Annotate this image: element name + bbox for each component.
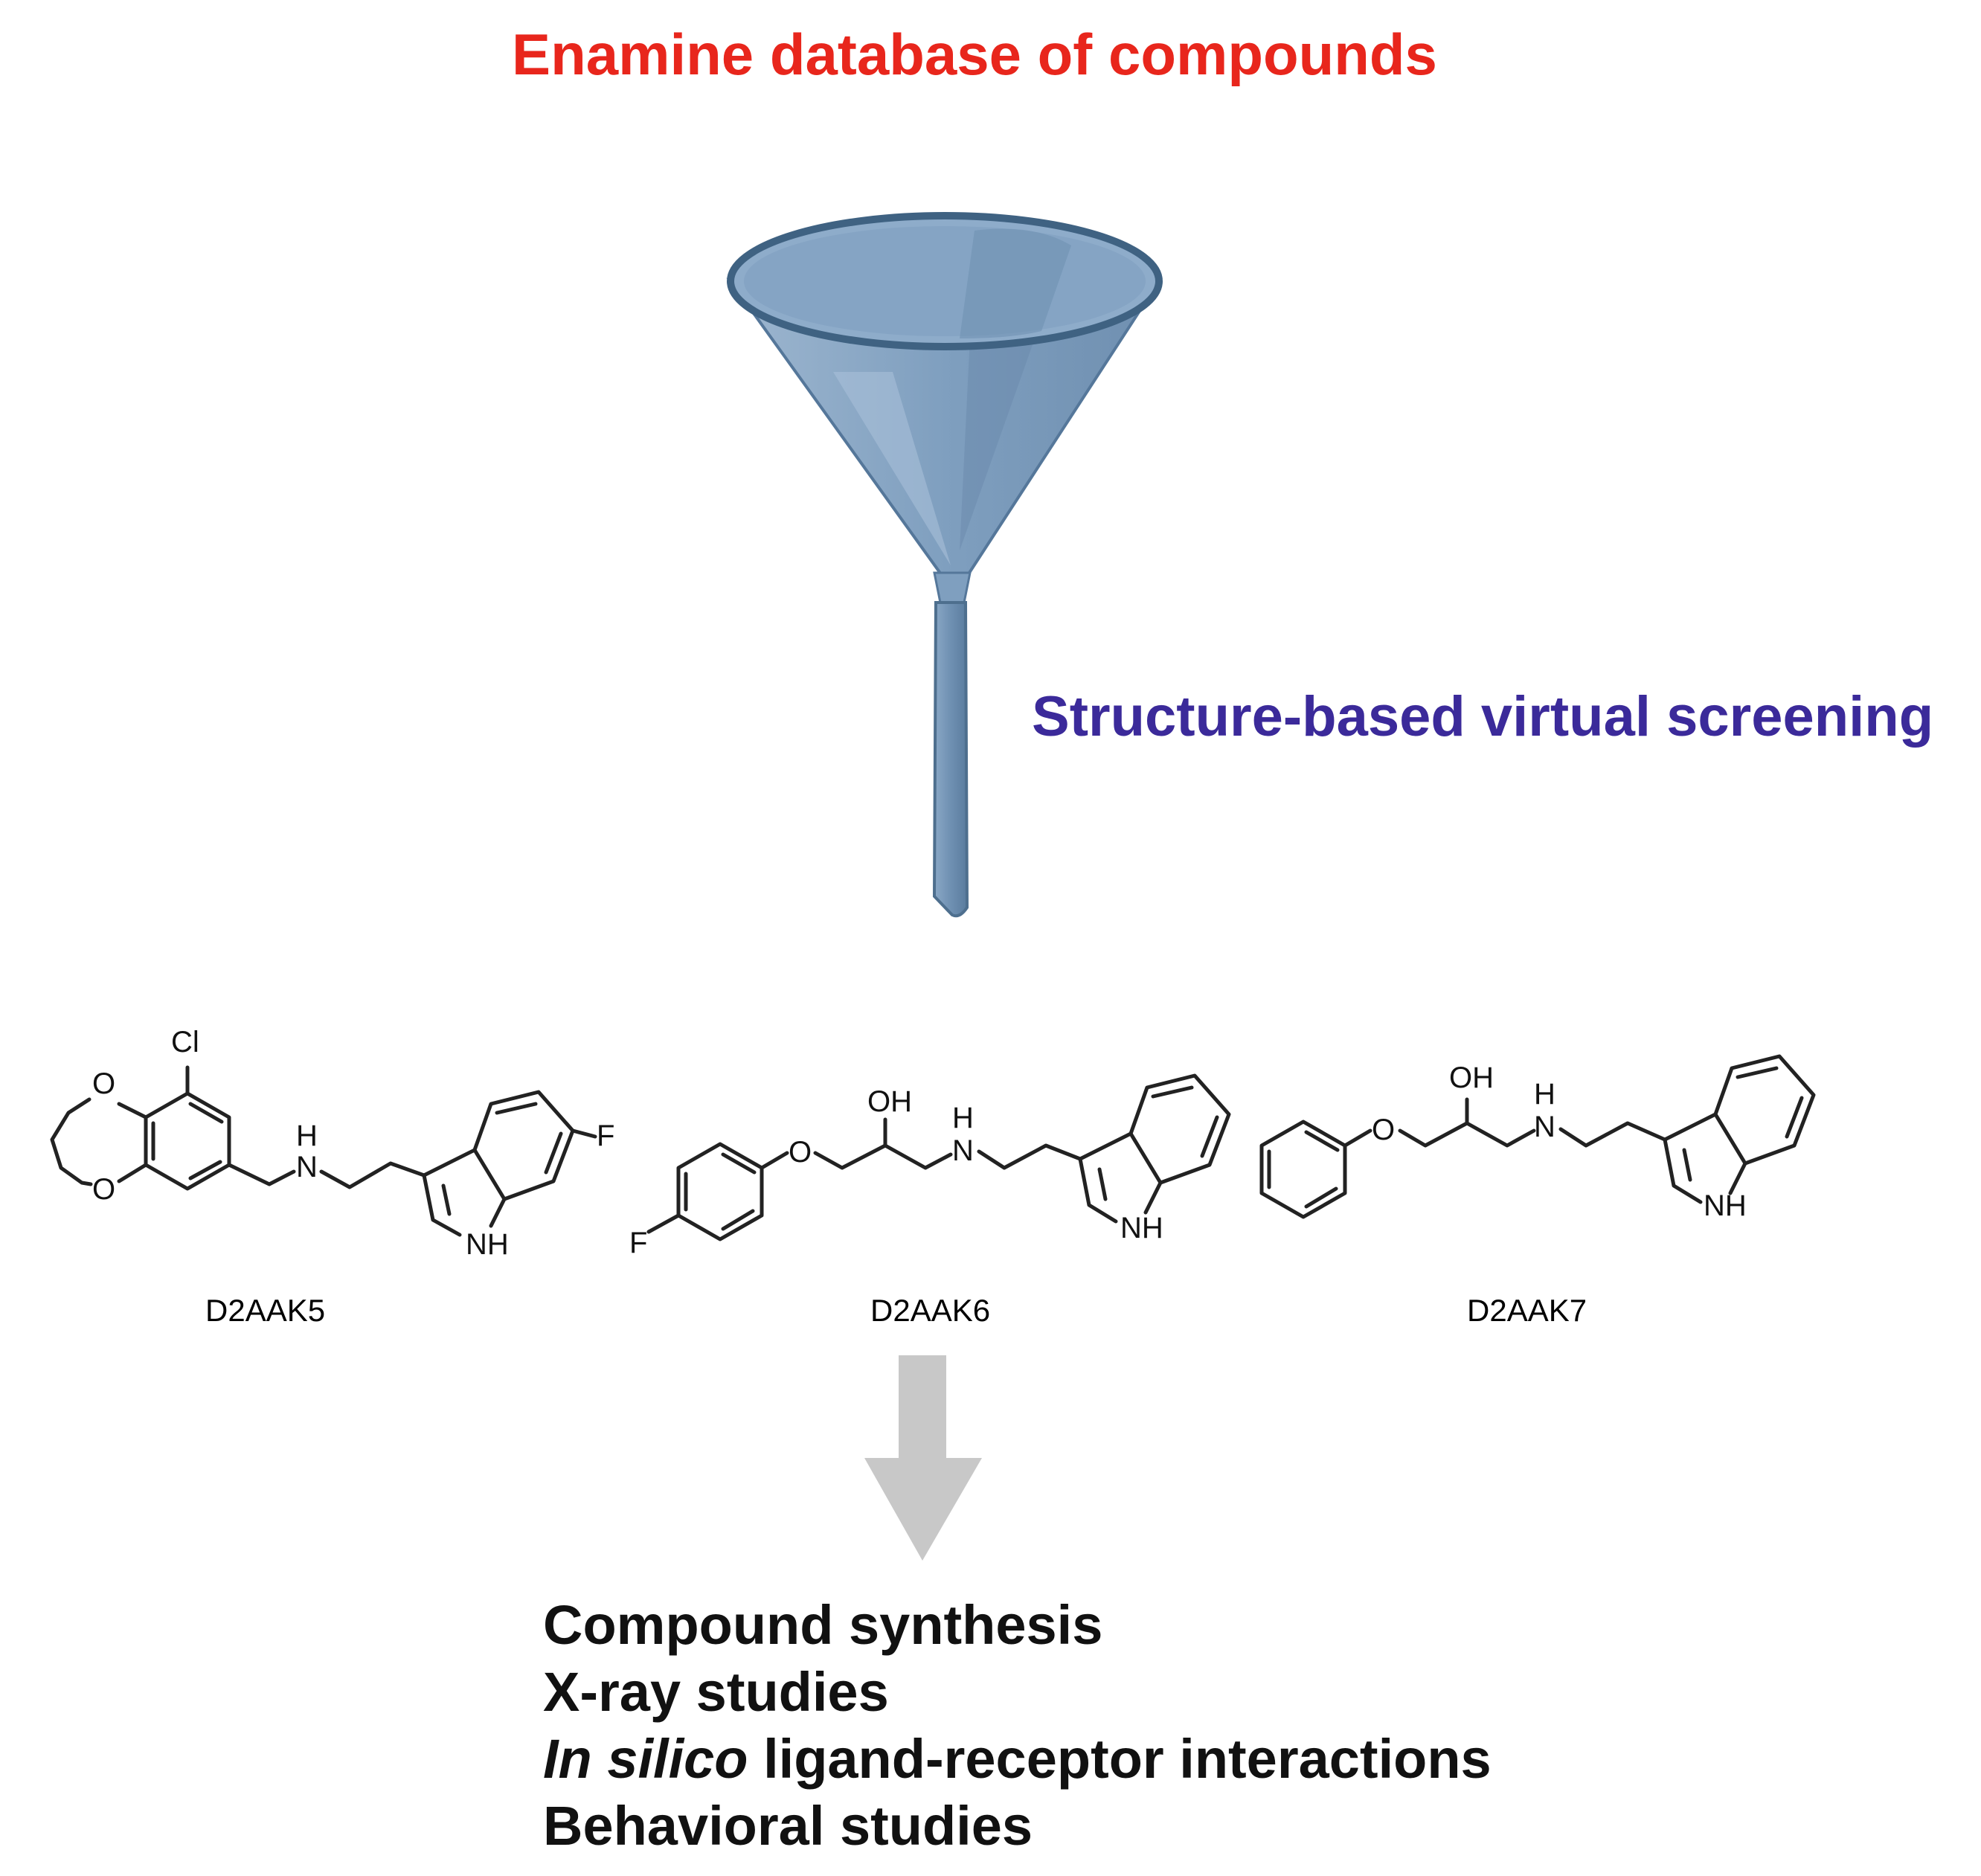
atom-o1-5: O <box>92 1067 115 1100</box>
structure-d2aak6 <box>646 1073 1231 1241</box>
atom-cl-5: Cl <box>171 1026 199 1059</box>
outcome-text: Compound synthesis <box>543 1594 1103 1656</box>
down-arrow-icon <box>864 1355 982 1561</box>
atom-n-7: N <box>1534 1111 1555 1143</box>
atom-h-5: H <box>296 1120 318 1152</box>
atom-oh-7: OH <box>1449 1061 1494 1094</box>
outcome-text: X-ray studies <box>543 1661 889 1723</box>
outcome-item: Compound synthesis <box>543 1592 1492 1659</box>
atom-n-6: N <box>952 1134 974 1167</box>
screening-label: Structure-based virtual screening <box>1032 685 1934 748</box>
outcomes-list: Compound synthesis X-ray studies In sili… <box>543 1592 1492 1860</box>
funnel-icon <box>726 212 1163 918</box>
atom-nh-7: NH <box>1704 1189 1747 1222</box>
atom-nh-6: NH <box>1120 1212 1163 1244</box>
atom-o-7: O <box>1372 1114 1395 1146</box>
compound-name-d2aak7: D2AAK7 <box>1467 1293 1587 1328</box>
structure-d2aak7 <box>1259 1054 1816 1219</box>
structure-d2aak5 <box>50 1065 597 1237</box>
atom-n-5: N <box>296 1151 318 1183</box>
atom-oh-6: OH <box>867 1085 912 1118</box>
atom-h-6: H <box>952 1102 974 1134</box>
compound-name-d2aak5: D2AAK5 <box>205 1293 326 1328</box>
diagram-title: Enamine database of compounds <box>512 22 1437 87</box>
atom-o2-5: O <box>92 1173 115 1206</box>
outcome-italic: In silico <box>543 1728 748 1790</box>
compound-structures: Cl O O H N NH F F O OH H N NH O OH H N N… <box>50 1026 1816 1261</box>
outcome-item: In silico ligand-receptor interactions <box>543 1726 1492 1793</box>
outcome-text: Behavioral studies <box>543 1795 1033 1857</box>
atom-o-6: O <box>789 1136 812 1169</box>
atom-f-5: F <box>597 1120 614 1152</box>
outcome-item: X-ray studies <box>543 1659 1492 1726</box>
outcome-text: ligand-receptor interactions <box>748 1728 1492 1790</box>
atom-f-6: F <box>629 1227 647 1259</box>
compound-name-d2aak6: D2AAK6 <box>870 1293 991 1328</box>
atom-h-7: H <box>1534 1078 1555 1111</box>
atom-nh-5: NH <box>466 1228 509 1261</box>
outcome-item: Behavioral studies <box>543 1793 1492 1860</box>
